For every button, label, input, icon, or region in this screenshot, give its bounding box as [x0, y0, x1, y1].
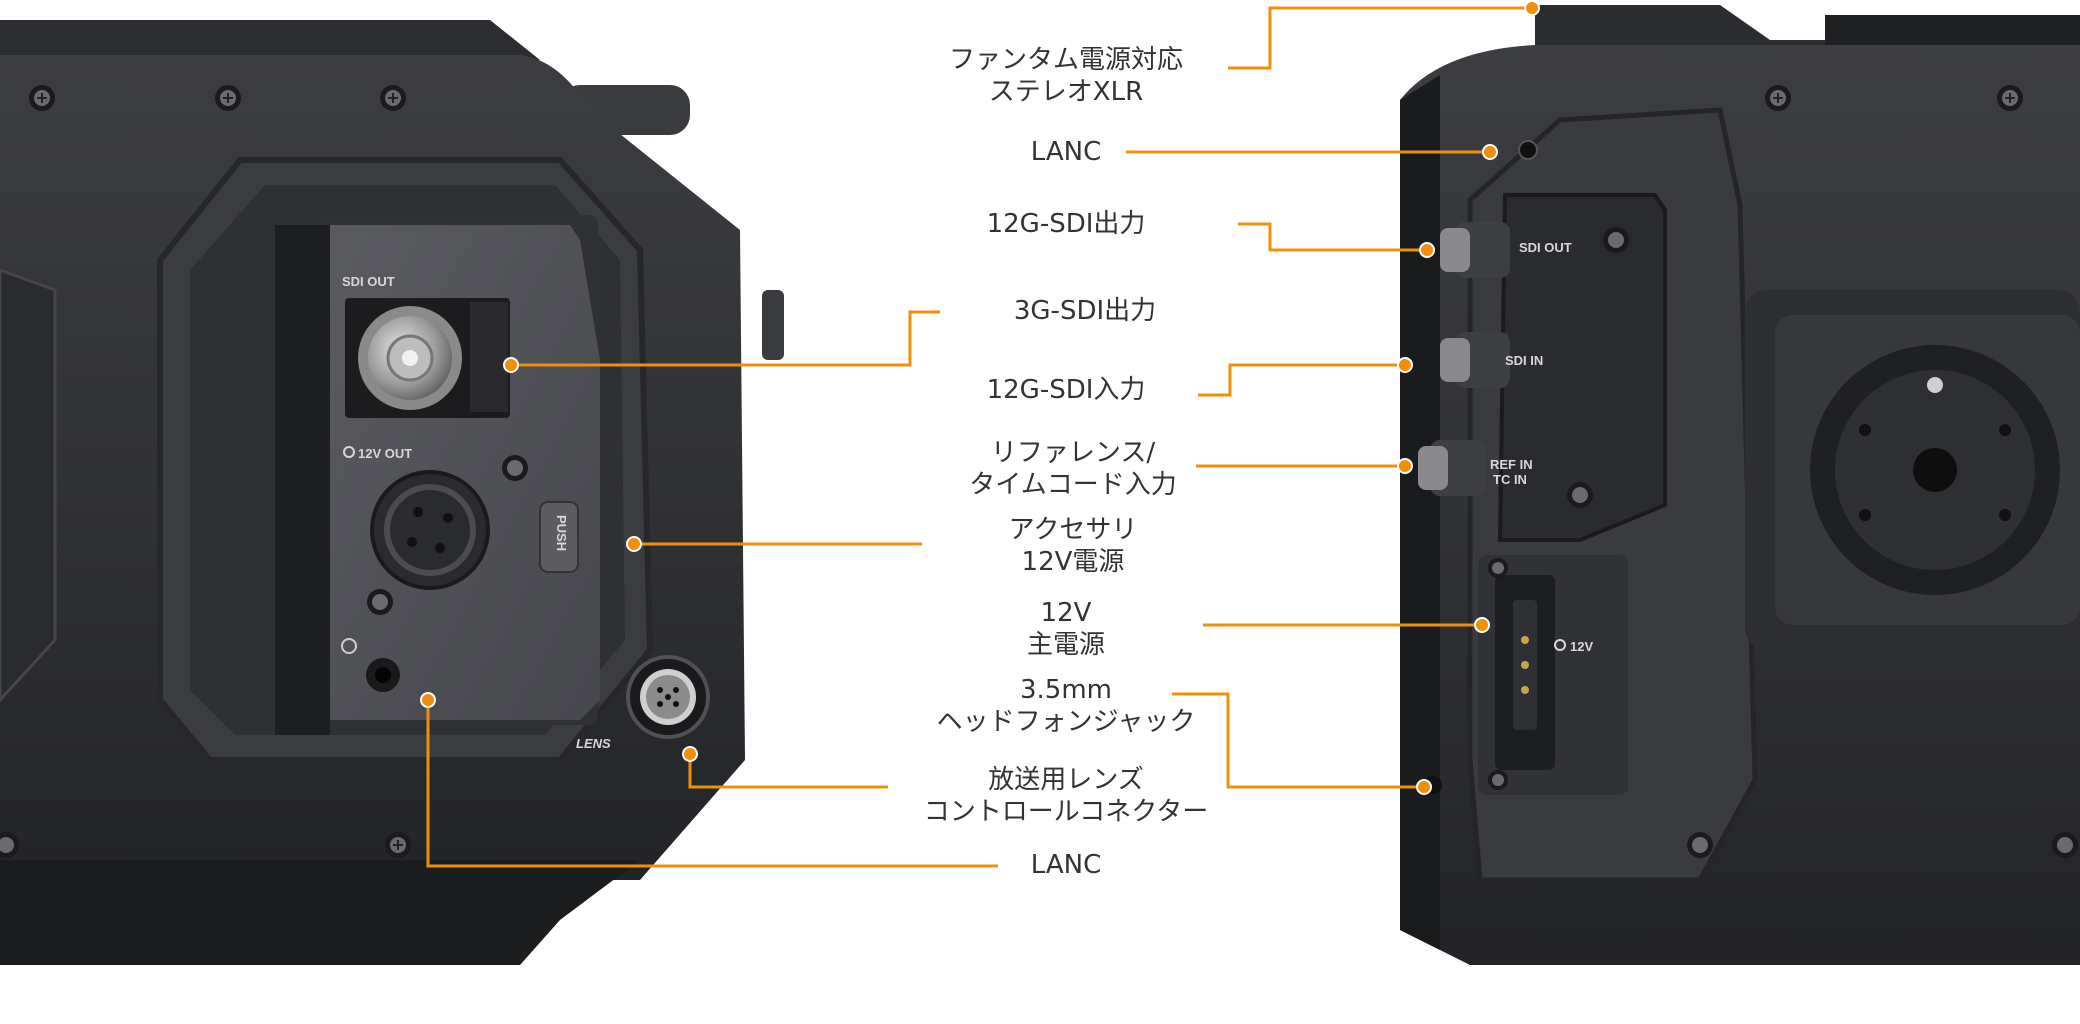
leader-lens-ctrl	[688, 754, 888, 789]
leader-dot-lanc-top	[1482, 144, 1498, 160]
leader-dot-main-12v	[1474, 617, 1490, 633]
label-sdi-12g-out: 12G-SDI出力	[987, 208, 1146, 240]
right-camera-body	[1400, 5, 2080, 965]
left-screws	[0, 85, 411, 858]
right-silkscreen: SDI OUT SDI IN REF IN TC IN 12V	[1490, 240, 1593, 654]
leader-sdi-12g-out	[1238, 222, 1427, 252]
label-main-12v-line: 12V	[1040, 598, 1092, 628]
label-sdi-12g-in: 12G-SDI入力	[987, 374, 1146, 406]
leader-sdi-3g-out	[511, 310, 940, 367]
label-headphone-line: 3.5mm	[1019, 675, 1113, 705]
leader-dot-ref-tc-in	[1397, 458, 1413, 474]
label-lens-ctrl: 放送用レンズコントロールコネクター	[924, 764, 1208, 828]
silk-r-tc-in: TC IN	[1493, 472, 1527, 487]
leader-sdi-12g-in	[1198, 363, 1405, 397]
label-lanc-bottom-line: LANC	[1030, 850, 1102, 880]
right-screws	[1567, 85, 2078, 858]
label-sdi-12g-out-line: 12G-SDI出力	[986, 209, 1146, 239]
label-lens-ctrl-line: コントロールコネクター	[923, 797, 1209, 827]
label-xlr-line: ステレオXLR	[988, 77, 1144, 107]
leader-dot-lanc-bottom	[420, 692, 436, 708]
label-main-12v-line: 主電源	[1026, 630, 1106, 660]
right-connectors	[1418, 140, 1566, 794]
silk-12v-out: 12V OUT	[358, 446, 412, 461]
silk-sdi-out: SDI OUT	[342, 274, 395, 289]
leader-dot-lens-ctrl	[682, 746, 698, 762]
leader-lines	[420, 0, 1540, 868]
label-lanc-bottom: LANC	[1031, 849, 1101, 881]
leader-xlr	[1228, 6, 1532, 70]
silk-lens: LENS	[576, 736, 611, 751]
leader-dot-sdi-12g-in	[1397, 357, 1413, 373]
silk-r-12v: 12V	[1570, 639, 1593, 654]
label-sdi-3g-out-line: 3G-SDI出力	[1013, 296, 1157, 326]
leader-dot-xlr	[1524, 0, 1540, 16]
leader-lanc-bottom	[426, 700, 998, 868]
label-ref-tc-in-line: リファレンス/	[990, 438, 1156, 468]
label-acc-12v-line: 12V電源	[1021, 547, 1125, 577]
label-sdi-12g-in-line: 12G-SDI入力	[986, 375, 1146, 405]
silk-r-ref-in: REF IN	[1490, 457, 1533, 472]
leader-dot-sdi-3g-out	[503, 357, 519, 373]
label-xlr-line: ファンタム電源対応	[948, 45, 1184, 75]
label-headphone-line: ヘッドフォンジャック	[936, 707, 1196, 737]
label-acc-12v-line: アクセサリ	[1008, 515, 1138, 545]
label-sdi-3g-out: 3G-SDI出力	[1014, 295, 1156, 327]
label-lanc-top: LANC	[1031, 136, 1101, 168]
label-lanc-top-line: LANC	[1030, 137, 1102, 167]
left-connectors	[341, 298, 710, 739]
label-ref-tc-in: リファレンス/タイムコード入力	[969, 437, 1176, 501]
leader-dot-sdi-12g-out	[1419, 242, 1435, 258]
leader-headphone	[1172, 692, 1424, 789]
silk-r-sdi-out: SDI OUT	[1519, 240, 1572, 255]
leader-dot-headphone	[1416, 779, 1432, 795]
leader-dot-acc-12v	[626, 536, 642, 552]
label-xlr: ファンタム電源対応ステレオXLR	[949, 44, 1183, 108]
left-silkscreen: SDI OUT 12V OUT PUSH LENS	[342, 274, 611, 751]
silk-push: PUSH	[554, 515, 569, 551]
silk-r-sdi-in: SDI IN	[1505, 353, 1543, 368]
label-lens-ctrl-line: 放送用レンズ	[988, 765, 1144, 795]
label-ref-tc-in-line: タイムコード入力	[969, 470, 1177, 500]
